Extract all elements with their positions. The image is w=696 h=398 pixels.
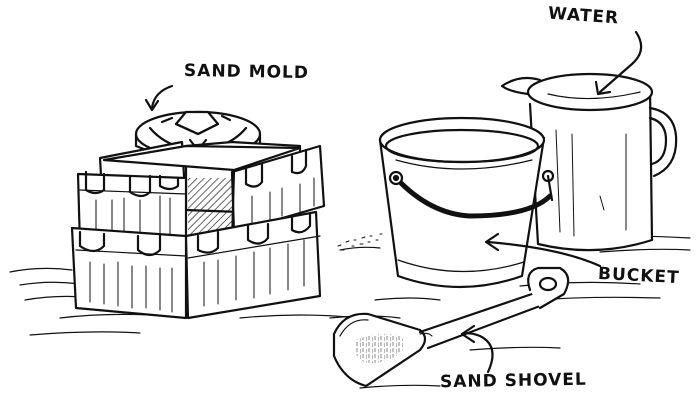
bucket-label: BUCKET <box>598 264 681 288</box>
sand-mold-tower <box>72 228 186 318</box>
sand-shovel-label: SAND SHOVEL <box>440 370 587 393</box>
shovel-arrow <box>462 333 493 372</box>
sand-mold <box>72 86 324 318</box>
sand-mold-label: SAND MOLD <box>184 61 309 83</box>
